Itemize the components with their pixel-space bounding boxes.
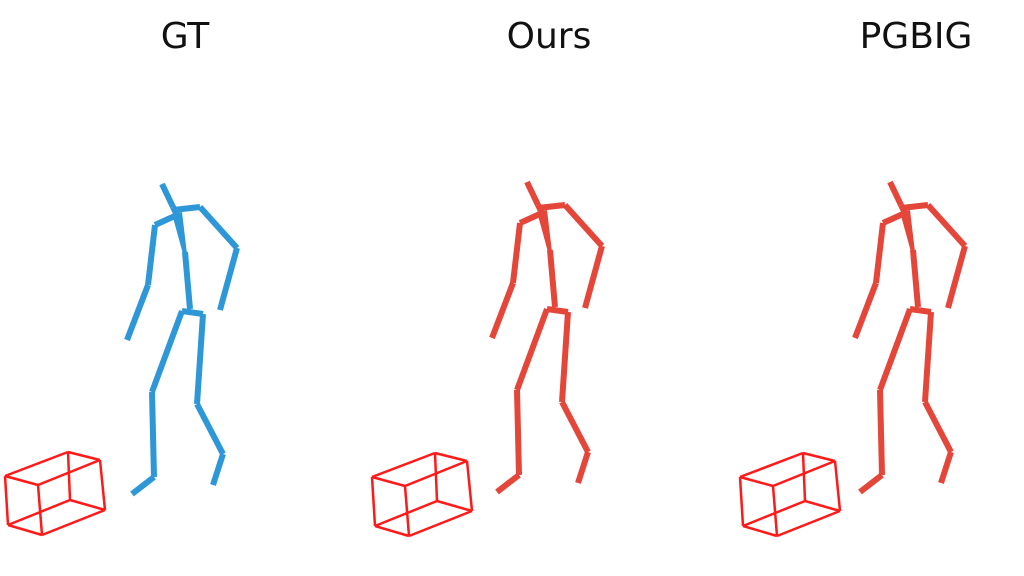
bone: [514, 307, 550, 392]
panel-title-gt: GT: [160, 16, 210, 57]
box-edge: [804, 499, 841, 513]
panel-title-ours: Ours: [506, 16, 592, 57]
bone: [518, 210, 544, 226]
torso: [900, 210, 915, 252]
bone: [900, 202, 929, 211]
panel-title-pgbig: PGBIG: [859, 16, 973, 57]
box-edge: [433, 452, 439, 502]
bone: [124, 283, 151, 342]
bone: [217, 247, 240, 311]
box-edge: [7, 498, 71, 527]
bone: [877, 389, 885, 476]
box-edge: [371, 451, 436, 479]
bone: [194, 313, 206, 405]
bone: [546, 306, 569, 315]
box-edge: [66, 451, 72, 501]
box-edge: [370, 476, 377, 527]
box-edge: [403, 485, 411, 537]
bone: [922, 311, 934, 403]
bone: [575, 451, 591, 484]
box-edge: [4, 450, 69, 478]
skeleton-ours: [370, 180, 605, 538]
box-edge: [833, 460, 842, 512]
bone: [182, 251, 193, 310]
box-edge: [742, 524, 778, 538]
bone: [489, 281, 516, 340]
bone: [510, 222, 523, 284]
box-edge: [69, 498, 106, 512]
bone: [149, 309, 185, 394]
bone: [852, 281, 879, 340]
box-edge: [802, 451, 836, 463]
bone: [537, 202, 566, 211]
bone: [197, 204, 240, 251]
box-edge: [739, 475, 774, 488]
box-edge: [404, 459, 468, 488]
bone: [524, 180, 541, 207]
box-edge: [7, 523, 43, 537]
box-edge: [4, 474, 39, 487]
bone: [559, 400, 591, 454]
box-edge: [408, 509, 473, 538]
bone: [922, 400, 954, 454]
box-edge: [41, 508, 106, 537]
skeleton-pgbig: [738, 180, 968, 538]
box-edge: [434, 451, 468, 463]
bone: [945, 245, 968, 309]
bone: [909, 306, 932, 315]
box-edge: [374, 524, 410, 538]
bone: [547, 249, 558, 308]
box-edge: [465, 460, 474, 512]
wireframe-box-pgbig: [738, 451, 842, 538]
box-edge: [371, 475, 406, 488]
wireframe-box-gt: [3, 450, 107, 537]
bone: [582, 245, 605, 309]
box-edge: [776, 509, 841, 538]
bone: [925, 202, 968, 249]
wireframe-box-ours: [370, 451, 474, 538]
box-edge: [3, 475, 10, 526]
bone: [887, 180, 904, 207]
bone: [181, 308, 204, 317]
box-edge: [772, 459, 836, 488]
bone: [873, 222, 886, 284]
torso: [537, 210, 552, 252]
bone: [881, 210, 907, 226]
bone: [149, 391, 157, 478]
skeleton-gt: [3, 182, 240, 537]
bone: [130, 474, 156, 497]
box-edge: [739, 451, 804, 479]
bone: [194, 402, 226, 456]
box-edge: [738, 476, 745, 527]
box-edge: [374, 499, 438, 528]
bone: [514, 389, 522, 476]
bone: [559, 311, 571, 403]
bone: [562, 202, 605, 249]
box-edge: [801, 452, 807, 502]
bone: [877, 307, 913, 392]
bone: [145, 224, 158, 286]
box-edge: [742, 499, 806, 528]
bone: [159, 182, 176, 209]
bone: [495, 472, 521, 495]
bone: [153, 212, 179, 228]
bone: [210, 453, 226, 486]
bone: [172, 204, 201, 213]
bone: [938, 451, 954, 484]
box-edge: [36, 484, 44, 536]
box-edge: [98, 459, 107, 511]
bone: [858, 472, 884, 495]
box-edge: [37, 458, 101, 487]
box-edge: [67, 450, 101, 462]
box-edge: [436, 499, 473, 513]
bone: [910, 249, 921, 308]
box-edge: [771, 485, 779, 537]
torso: [172, 212, 187, 254]
